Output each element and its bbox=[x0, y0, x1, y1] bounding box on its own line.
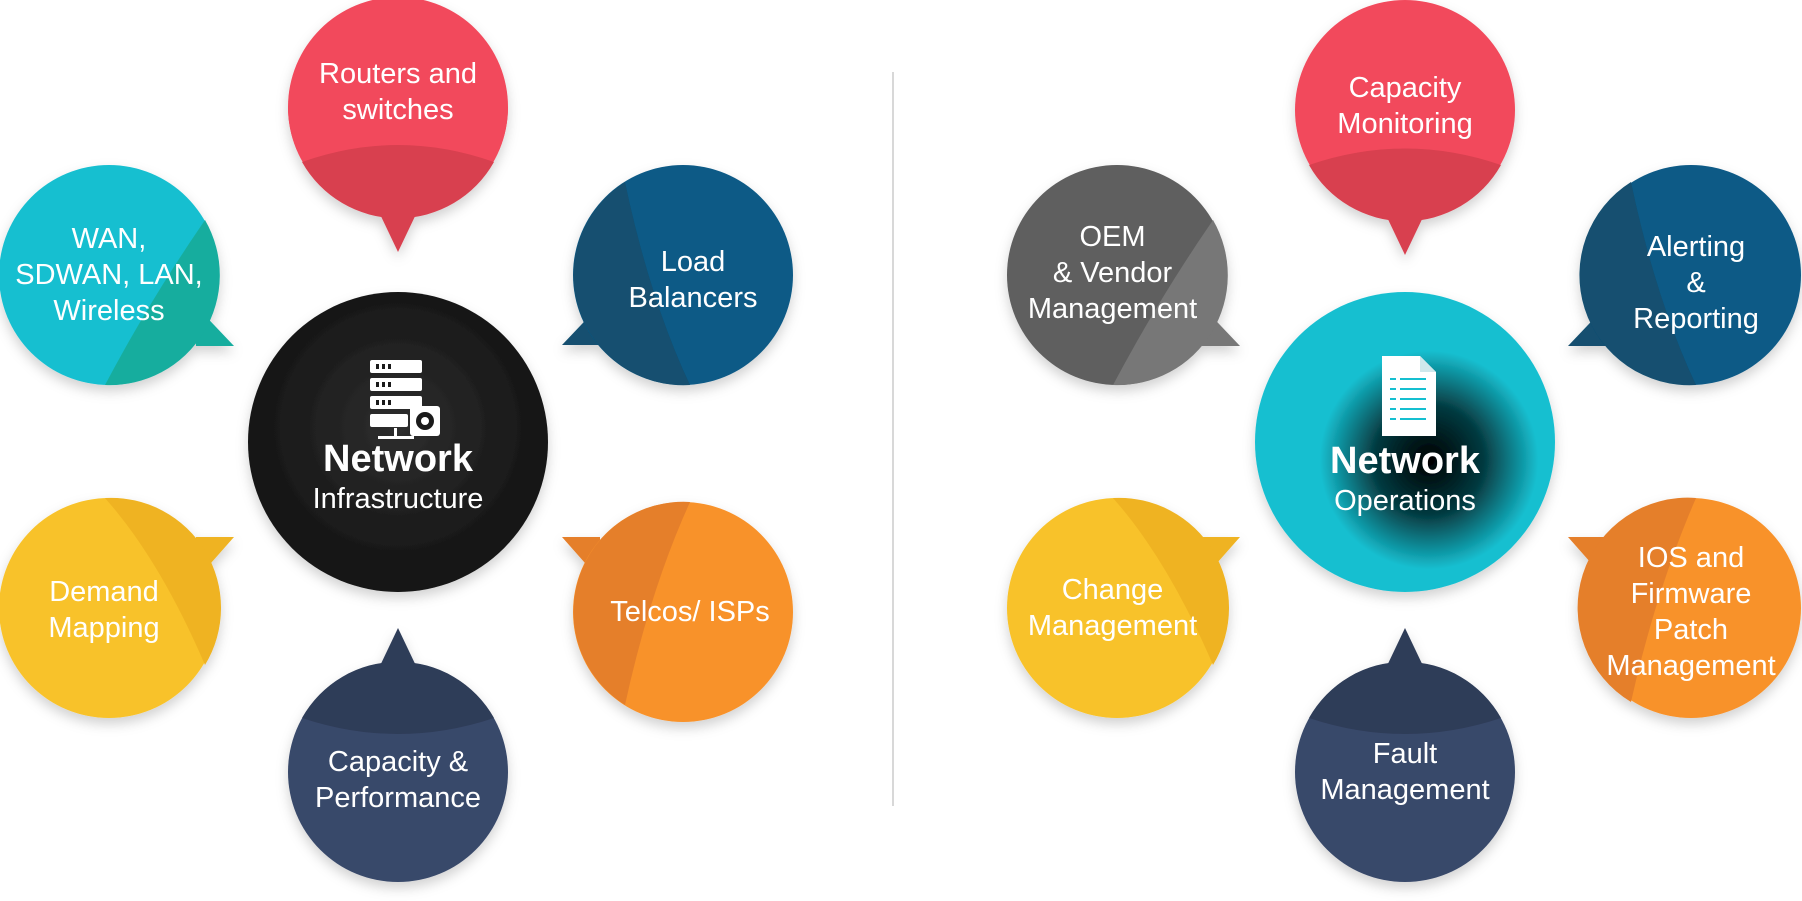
operations-subtitle: Operations bbox=[1334, 485, 1476, 517]
operations-title: Network bbox=[1330, 440, 1480, 482]
label-routers: Routers and switches bbox=[319, 58, 477, 126]
label-telcos: Telcos/ ISPs bbox=[610, 596, 770, 628]
infrastructure-subtitle: Infrastructure bbox=[312, 483, 484, 515]
label-demand-mapping: Demand Mapping bbox=[48, 576, 160, 644]
label-wan: WAN, SDWAN, LAN, Wireless bbox=[15, 223, 203, 327]
pointer-fault-management bbox=[1385, 628, 1425, 670]
label-ios-firmware: IOS and Firmware Patch Management bbox=[1606, 542, 1776, 682]
label-alerting: Alerting & Reporting bbox=[1633, 231, 1759, 335]
infrastructure-title: Network bbox=[323, 438, 473, 480]
pointer-routers bbox=[378, 210, 418, 252]
label-fault-management: Fault Management bbox=[1320, 738, 1490, 806]
label-load-balancers: Load Balancers bbox=[628, 246, 758, 314]
document-icon bbox=[1382, 356, 1436, 436]
center-infrastructure bbox=[248, 292, 548, 592]
center-operations bbox=[1255, 292, 1555, 592]
server-network-icon bbox=[370, 360, 440, 439]
pointer-capacity-monitoring bbox=[1385, 213, 1425, 255]
label-capacity-monitoring: Capacity Monitoring bbox=[1337, 72, 1473, 140]
label-change-management: Change Management bbox=[1027, 574, 1198, 642]
label-capacity-performance: Capacity & Performance bbox=[314, 746, 481, 814]
pointer-capacity-performance bbox=[378, 628, 418, 670]
label-oem-vendor: OEM & Vendor Management bbox=[1027, 221, 1198, 325]
